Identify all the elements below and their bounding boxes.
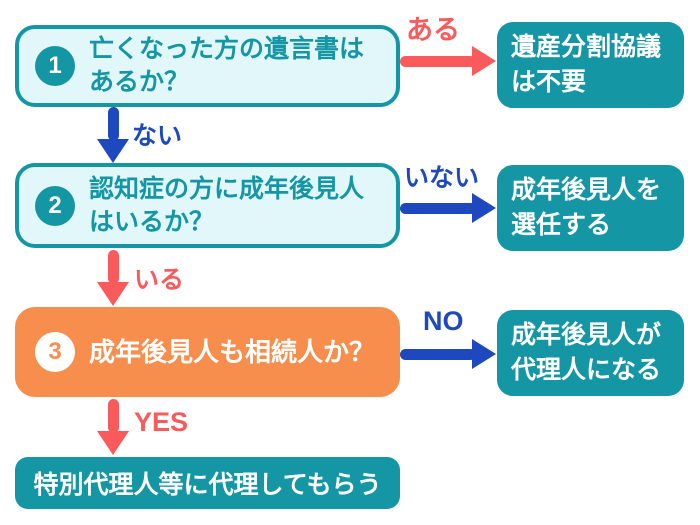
step1-question-box: 1 亡くなった方の遺言書は あるか？: [15, 25, 400, 107]
step3-yes-arrow-shaft: [108, 399, 119, 433]
step3-result-box: 成年後見人が 代理人になる: [497, 310, 684, 396]
step2-yes-arrow-shaft: [108, 250, 119, 284]
step1-no-arrow-head: [97, 139, 129, 163]
step2-result-line2: 選任する: [511, 211, 612, 239]
step3-number-badge: 3: [35, 332, 75, 372]
step3-result-line1: 成年後見人が: [511, 321, 662, 349]
step1-question-line1: 亡くなった方の遺言書は: [89, 35, 365, 63]
step1-number-badge: 1: [35, 46, 75, 86]
step3-yes-arrow-head: [97, 431, 129, 455]
step3-question-line1: 成年後見人も相続人か？: [89, 336, 376, 367]
step3-no-arrow-head: [472, 339, 496, 369]
step1-question-line2: あるか？: [89, 68, 190, 96]
step2-number-badge: 2: [35, 185, 75, 226]
step1-no-arrow-shaft: [108, 107, 119, 141]
step2-question-line2: はいるか？: [89, 207, 215, 236]
step1-yes-arrow-head: [472, 46, 496, 76]
step3-yes-label: YES: [134, 407, 189, 437]
step1-question-text: 亡くなった方の遺言書は あるか？: [89, 33, 364, 99]
step2-no-arrow-head: [472, 193, 496, 223]
step3-question-box: 3 成年後見人も相続人か？: [15, 307, 400, 397]
step3-no-arrow-shaft: [400, 349, 476, 360]
step2-no-arrow-shaft: [400, 203, 476, 214]
step2-yes-arrow-head: [97, 282, 129, 306]
step2-result-box: 成年後見人を 選任する: [497, 165, 684, 251]
step2-question-box: 2 認知症の方に成年後見人 はいるか？: [15, 163, 400, 248]
step3-result-line2: 代理人になる: [511, 356, 662, 384]
step1-yes-label: ある: [406, 15, 460, 45]
step1-no-label: ない: [132, 122, 183, 150]
step1-result-box: 遺産分割協議 は不要: [497, 22, 684, 108]
step1-result-line1: 遺産分割協議: [511, 33, 662, 61]
step2-yes-label: いる: [134, 266, 185, 294]
step1-yes-arrow-shaft: [400, 56, 476, 67]
step2-question-text: 認知症の方に成年後見人 はいるか？: [89, 173, 364, 239]
step1-result-line2: は不要: [511, 68, 587, 96]
step2-question-line1: 認知症の方に成年後見人: [89, 174, 365, 203]
final-result-box: 特別代理人等に代理してもらう: [15, 457, 400, 509]
step2-no-label: いない: [404, 164, 480, 192]
step2-result-line1: 成年後見人を: [511, 176, 662, 204]
step3-no-label: NO: [423, 306, 464, 336]
